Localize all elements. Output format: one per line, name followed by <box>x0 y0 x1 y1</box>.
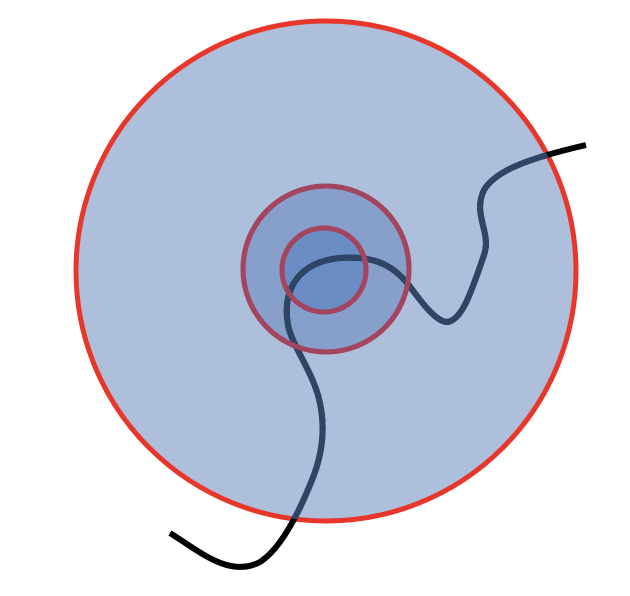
middle-circle-outline <box>240 183 412 355</box>
path-curve-inside <box>168 142 576 521</box>
inner-circle-outline <box>279 225 369 315</box>
